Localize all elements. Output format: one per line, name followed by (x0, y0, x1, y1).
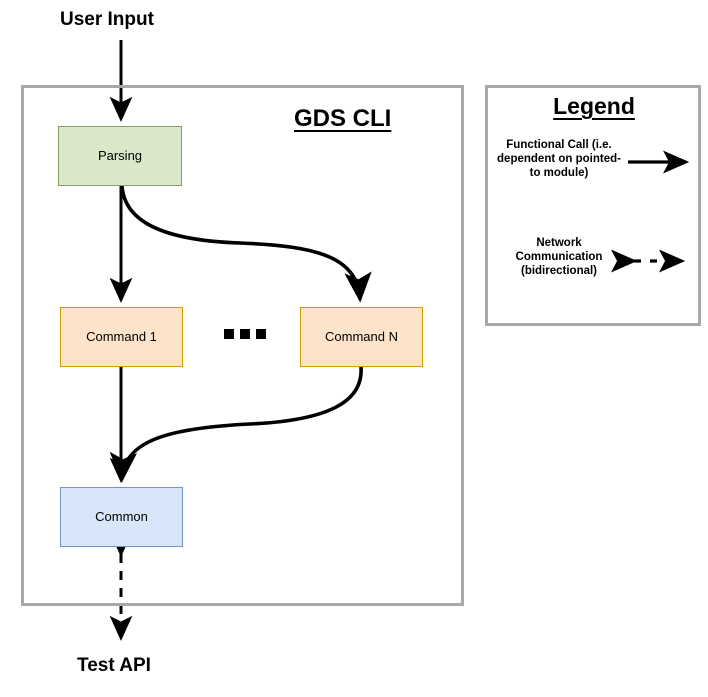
legend-entry-functional-call-label: Functional Call (i.e. dependent on point… (497, 139, 621, 180)
node-command-n[interactable]: Command N (300, 307, 423, 367)
ellipsis-dot-3 (256, 329, 266, 339)
legend-title: Legend (553, 93, 635, 119)
legend-container (485, 85, 701, 326)
node-common[interactable]: Common (60, 487, 183, 547)
ellipsis-dot-1 (224, 329, 234, 339)
ellipsis-icon (224, 329, 266, 339)
ellipsis-dot-2 (240, 329, 250, 339)
test-api-label: Test API (77, 655, 151, 676)
legend-entry-network-communication-label: Network Communication (bidirectional) (515, 237, 603, 278)
gds-cli-container (21, 85, 464, 606)
user-input-label: User Input (60, 9, 154, 30)
node-parsing[interactable]: Parsing (58, 126, 182, 186)
gds-cli-title: GDS CLI (294, 105, 392, 132)
node-command-1[interactable]: Command 1 (60, 307, 183, 367)
